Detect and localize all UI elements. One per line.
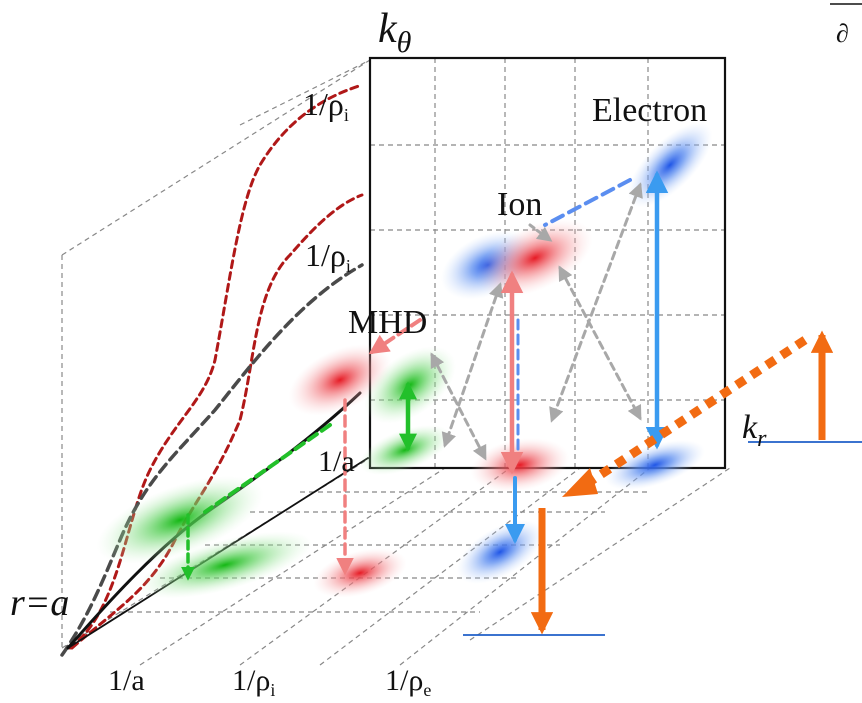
- mhd-label: MHD: [348, 304, 427, 341]
- orange-cascade-head: [562, 468, 598, 497]
- pink-dashed-connector-top: [368, 318, 422, 355]
- blue-dashed-connector: [543, 178, 632, 227]
- gray-arrow-4: [430, 352, 487, 461]
- tick-rho-i-mid: 1/ρi: [305, 237, 351, 276]
- electron-blob-right: [605, 440, 705, 490]
- electron-blob-bottom: [456, 520, 544, 584]
- tick-1a-bottom: 1/a: [108, 664, 145, 697]
- species-labels: Electron Ion MHD: [348, 92, 707, 341]
- ion-blob-mid: [470, 437, 570, 493]
- tick-rho-i-top: 1/ρi: [303, 86, 349, 125]
- spectral-blobs: [96, 122, 713, 599]
- electron-label: Electron: [592, 92, 707, 129]
- tick-labels: 1/ρi 1/ρi 1/a 1/a 1/ρi 1/ρe: [108, 86, 431, 700]
- k-theta-label: kθ: [378, 6, 412, 59]
- tick-rho-i-bottom: 1/ρi: [232, 664, 275, 700]
- profile-curve-gray: [60, 263, 364, 657]
- orange-dotted-cascade: [582, 336, 808, 489]
- axis-labels: kθ kr r=a ∂: [10, 3, 862, 624]
- tick-1a-mid: 1/a: [318, 445, 355, 478]
- partial-symbol: ∂: [836, 19, 849, 48]
- mhd-blob-bottom: [137, 531, 313, 599]
- ion-label: Ion: [497, 186, 542, 223]
- ion-blob-bottom: [313, 548, 407, 598]
- tick-rho-e-bottom: 1/ρe: [385, 664, 431, 700]
- green-dashed-connector: [203, 423, 332, 514]
- k-r-label: kr: [742, 409, 767, 452]
- r-equals-a-label: r=a: [10, 582, 69, 624]
- orange-cascade: [463, 330, 862, 636]
- coupling-arrows: [181, 170, 669, 581]
- gray-arrow-2: [558, 265, 642, 421]
- gray-arrow-5: [528, 223, 553, 242]
- mhd-blob-lower: [359, 425, 451, 475]
